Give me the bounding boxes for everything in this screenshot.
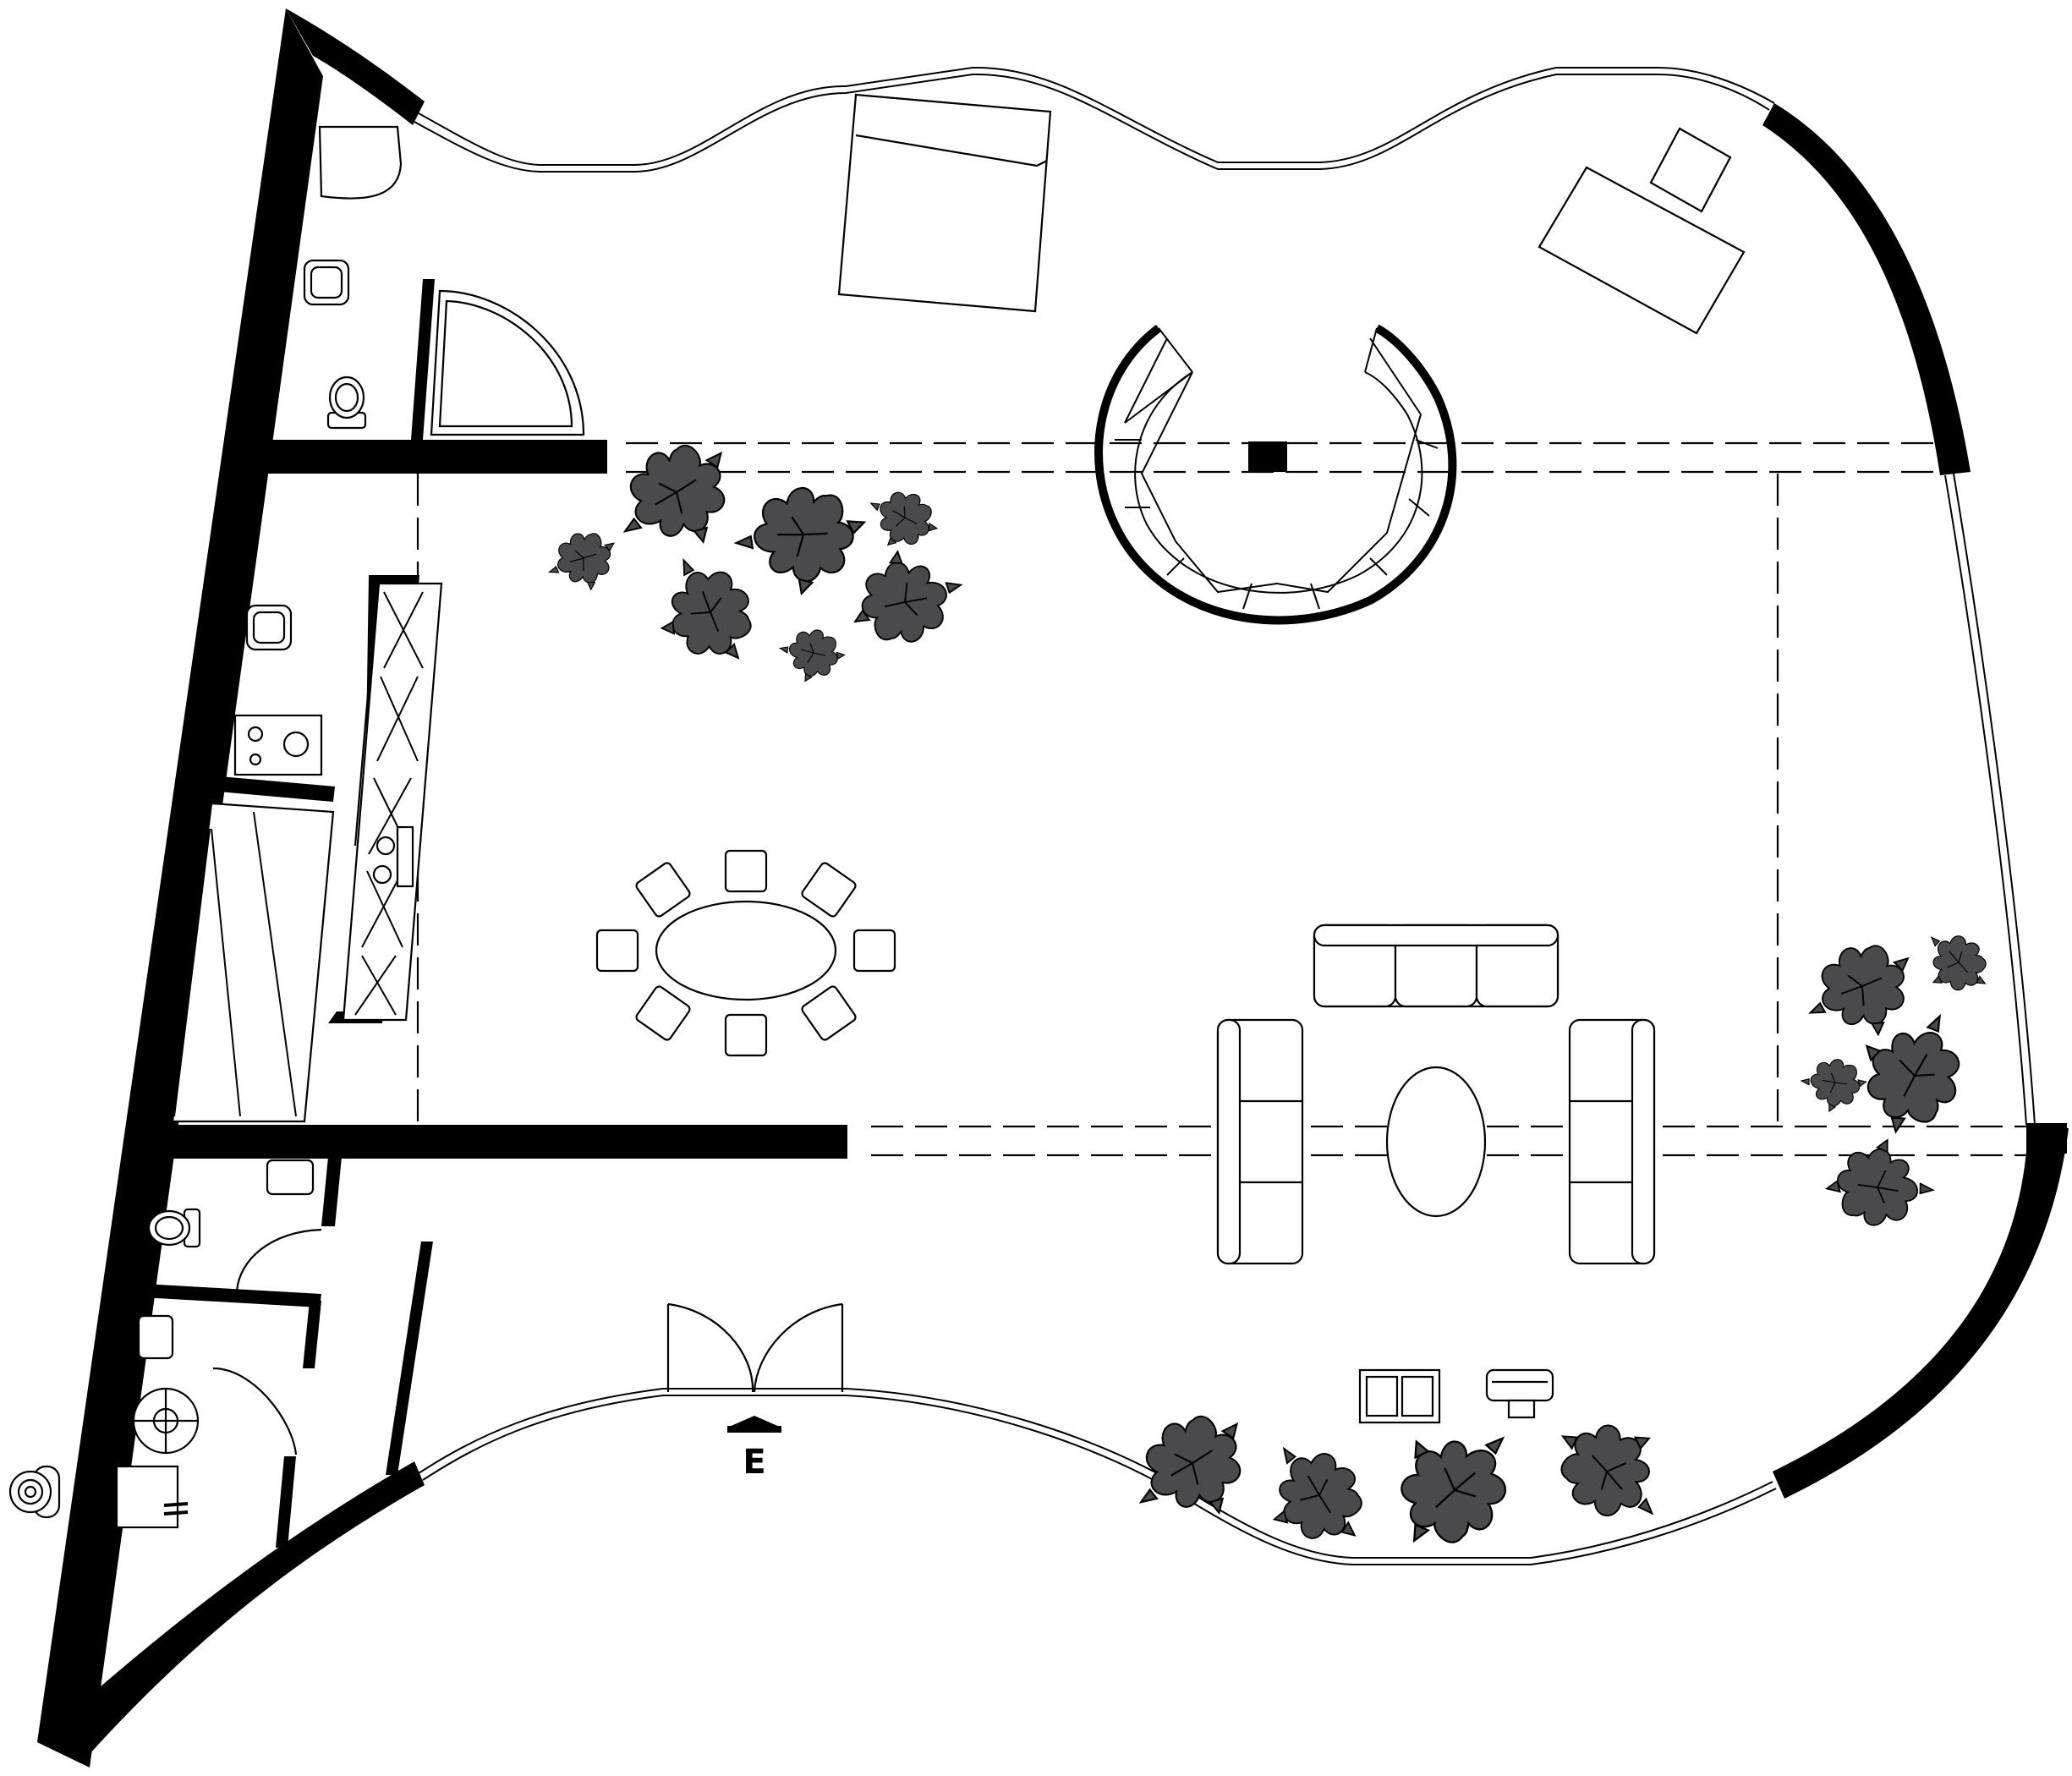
service-rooms — [8, 1159, 322, 1529]
plant-icon — [547, 523, 617, 594]
water-meter — [8, 1465, 61, 1519]
wc-wall-2 — [142, 1284, 321, 1307]
plant-icon — [1392, 1425, 1521, 1551]
plant-icon — [1819, 1127, 1940, 1247]
bathroom-partition-wall — [267, 440, 607, 474]
outer-walls — [37, 8, 2069, 1768]
sink-icon — [266, 1159, 315, 1196]
wc-wall-3 — [303, 1301, 321, 1368]
top-right-curved-wall — [1762, 103, 1971, 475]
sink-icon — [137, 1314, 174, 1360]
plant-icon — [1807, 935, 1913, 1039]
bottom-right-curved-wall — [1773, 1125, 2069, 1499]
bed — [837, 93, 1052, 313]
chair — [799, 860, 858, 919]
dining-table-icon — [655, 900, 837, 1001]
lower-partition-wall — [161, 1125, 847, 1159]
top-left-curved-wall — [286, 8, 425, 125]
desk — [1538, 127, 1746, 335]
sink-icon — [303, 259, 350, 306]
plant-icon — [1847, 1006, 1984, 1141]
entry-arrow-icon — [727, 1416, 781, 1428]
corner-tub — [318, 125, 403, 200]
chair — [724, 1013, 768, 1057]
bathroom — [303, 125, 585, 436]
living-room — [1216, 924, 1656, 1424]
top-glass-wall-inner — [414, 73, 1770, 173]
coffee-table — [1385, 1066, 1487, 1218]
toilet-icon — [326, 375, 367, 430]
structural-column — [1248, 441, 1287, 472]
left-slanted-wall — [37, 8, 323, 1768]
left-sofa — [1216, 1018, 1304, 1265]
plant-icon — [849, 544, 965, 659]
sofa-icon — [1313, 924, 1559, 1008]
plant-icon — [1140, 1415, 1242, 1514]
bottom-left-curved-wall — [37, 1461, 425, 1763]
shower-wall — [411, 279, 435, 440]
kitchen — [171, 582, 443, 1123]
right-sofa — [1568, 1018, 1656, 1265]
fan-icon — [132, 1387, 200, 1455]
chair — [799, 984, 858, 1043]
right-glass-wall-outer — [1944, 474, 2027, 1126]
entrance-label: E — [743, 1443, 765, 1482]
right-pillar — [2026, 1123, 2067, 1154]
chair — [633, 984, 693, 1043]
speaker — [1485, 1368, 1554, 1419]
chair — [724, 849, 768, 893]
top-glass-wall-outer — [418, 66, 1775, 166]
dish-rack — [396, 825, 414, 888]
washer — [115, 1465, 179, 1529]
plant-icon — [1925, 928, 1991, 995]
plant-icon — [624, 444, 726, 543]
chair — [595, 929, 639, 973]
toilet-icon — [147, 1208, 201, 1248]
tv-unit — [1358, 1368, 1441, 1424]
plant-icon — [729, 463, 873, 606]
plant-icon — [1273, 1447, 1362, 1539]
door-swing-icon — [666, 1302, 754, 1393]
door-swing-icon — [212, 1367, 298, 1455]
chair — [633, 860, 693, 919]
spiral-stair — [1094, 324, 1457, 625]
corridor-wall — [386, 1242, 433, 1475]
sink-icon — [245, 604, 293, 651]
wc-wall-1 — [321, 1157, 342, 1226]
plant-icon — [1797, 1045, 1871, 1120]
right-glass-wall-inner — [1953, 473, 2036, 1126]
kitchen-divider — [218, 776, 335, 802]
glazing — [414, 66, 2036, 1565]
chair — [852, 929, 896, 973]
plant-icon — [657, 557, 761, 663]
shower-icon — [430, 289, 585, 436]
door-swing-icon — [235, 1228, 322, 1293]
plant-icon — [864, 478, 942, 556]
entrance: E — [666, 1302, 844, 1482]
utility-wall — [276, 1456, 296, 1548]
plant-icon — [776, 616, 849, 690]
dining-set — [595, 849, 896, 1057]
plant-icon — [1554, 1417, 1664, 1529]
